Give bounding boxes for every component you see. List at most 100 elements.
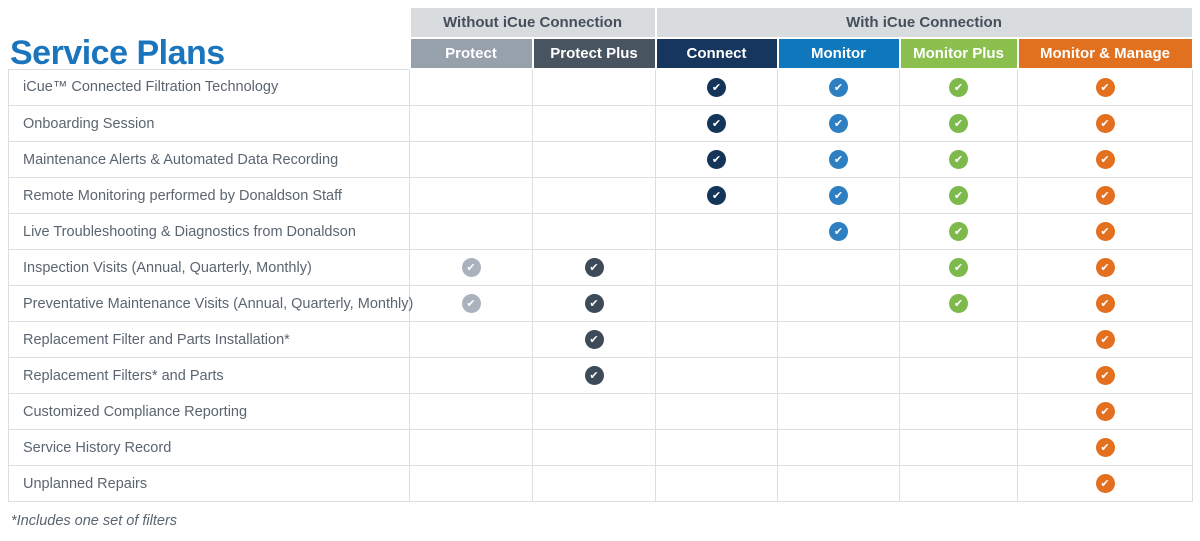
plan-cell-protect-plus: ✔ [531, 249, 657, 286]
plan-cell-connect [655, 465, 779, 502]
check-icon: ✔ [707, 186, 727, 205]
plan-header-monitor-plus: Monitor Plus [898, 37, 1019, 70]
plan-header-monitor: Monitor [776, 37, 901, 70]
plan-cell-monitor-manage: ✔ [1017, 177, 1194, 214]
check-icon: ✔ [1095, 294, 1115, 313]
plan-cell-monitor-plus: ✔ [899, 68, 1019, 106]
feature-label: Replacement Filter and Parts Installatio… [8, 321, 410, 358]
plan-cell-protect [409, 177, 533, 214]
feature-row: Inspection Visits (Annual, Quarterly, Mo… [8, 249, 1194, 286]
plan-cell-protect-plus [531, 213, 657, 250]
plan-cell-monitor-plus [899, 429, 1019, 466]
check-icon: ✔ [1095, 402, 1115, 421]
feature-row: Maintenance Alerts & Automated Data Reco… [8, 141, 1194, 178]
group-header-row: Without iCue Connection With iCue Connec… [9, 8, 1194, 39]
check-icon: ✔ [949, 114, 969, 133]
feature-label: Remote Monitoring performed by Donaldson… [8, 177, 410, 214]
plan-cell-monitor [777, 393, 901, 430]
plan-cell-connect [655, 285, 779, 322]
feature-rows: iCue™ Connected Filtration Technology✔✔✔… [8, 68, 1194, 502]
check-icon: ✔ [949, 150, 969, 169]
plan-cell-protect [409, 321, 533, 358]
check-icon: ✔ [1095, 186, 1115, 205]
feature-row: Customized Compliance Reporting✔ [8, 393, 1194, 430]
plan-cell-protect [409, 429, 533, 466]
check-icon: ✔ [1095, 258, 1115, 277]
plan-cell-protect-plus: ✔ [531, 321, 657, 358]
plan-cell-monitor-plus: ✔ [899, 285, 1019, 322]
plan-cell-monitor: ✔ [777, 213, 901, 250]
plan-cell-protect-plus [531, 105, 657, 142]
plan-cell-monitor: ✔ [777, 141, 901, 178]
plan-cell-protect-plus [531, 68, 657, 106]
check-icon: ✔ [829, 114, 849, 133]
page-title: Service Plans [10, 33, 225, 72]
plan-cell-protect [409, 105, 533, 142]
feature-row: Replacement Filter and Parts Installatio… [8, 321, 1194, 358]
feature-label: Unplanned Repairs [8, 465, 410, 502]
check-icon: ✔ [1095, 150, 1115, 169]
plan-header-connect: Connect [654, 37, 779, 70]
feature-label: Live Troubleshooting & Diagnostics from … [8, 213, 410, 250]
plan-cell-monitor-manage: ✔ [1017, 105, 1194, 142]
check-icon: ✔ [707, 78, 727, 97]
plan-cell-connect [655, 213, 779, 250]
check-icon: ✔ [1095, 366, 1115, 385]
feature-label: Preventative Maintenance Visits (Annual,… [8, 285, 413, 322]
check-icon: ✔ [1095, 474, 1115, 493]
plan-cell-monitor-plus: ✔ [899, 105, 1019, 142]
plan-cell-connect [655, 321, 779, 358]
feature-row: iCue™ Connected Filtration Technology ✔ ✔ ✔… [8, 68, 1194, 106]
plan-cell-protect-plus: ✔ [531, 285, 657, 322]
plan-cell-protect-plus [531, 393, 657, 430]
footnote: *Includes one set of filters [11, 513, 178, 529]
plan-header-protect: Protect [408, 37, 534, 70]
check-icon: ✔ [949, 294, 969, 313]
feature-label: iCue™ Connected Filtration Technology [8, 68, 410, 106]
plan-cell-protect [409, 465, 533, 502]
feature-label: Replacement Filters* and Parts [8, 357, 410, 394]
check-icon: ✔ [707, 114, 727, 133]
feature-label: Service History Record [8, 429, 410, 466]
check-icon: ✔ [949, 78, 969, 97]
check-icon: ✔ [1095, 222, 1115, 241]
plan-cell-protect: ✔ [409, 249, 533, 286]
plan-cell-protect-plus [531, 141, 657, 178]
plan-cell-protect [409, 357, 533, 394]
plan-cell-monitor: ✔ [777, 105, 901, 142]
service-plans-table: Without iCue Connection With iCue Connec… [8, 8, 1194, 502]
plan-cell-connect [655, 357, 779, 394]
plan-cell-protect-plus: ✔ [531, 357, 657, 394]
check-icon: ✔ [949, 186, 969, 205]
plan-cell-protect [409, 213, 533, 250]
feature-row: Remote Monitoring performed by Donaldson… [8, 177, 1194, 214]
check-icon: ✔ [461, 294, 481, 313]
check-icon: ✔ [1095, 114, 1115, 133]
plan-cell-monitor-manage: ✔ [1017, 213, 1194, 250]
plan-cell-monitor: ✔ [777, 68, 901, 106]
check-icon: ✔ [829, 150, 849, 169]
check-icon: ✔ [949, 222, 969, 241]
plan-cell-monitor-manage: ✔ [1017, 249, 1194, 286]
check-icon: ✔ [584, 294, 604, 313]
check-icon: ✔ [584, 330, 604, 349]
plan-cell-monitor: ✔ [777, 177, 901, 214]
plan-cell-connect: ✔ [655, 105, 779, 142]
plan-cell-monitor-plus: ✔ [899, 213, 1019, 250]
plan-cell-monitor-manage: ✔ [1017, 321, 1194, 358]
plan-header-protect-plus: Protect Plus [531, 37, 657, 70]
plan-cell-connect: ✔ [655, 141, 779, 178]
plan-cell-connect: ✔ [655, 68, 779, 106]
plan-cell-monitor-manage: ✔ [1017, 285, 1194, 322]
plan-cell-protect-plus [531, 177, 657, 214]
check-icon: ✔ [829, 78, 849, 97]
plan-cell-protect-plus [531, 465, 657, 502]
check-icon: ✔ [1095, 330, 1115, 349]
plan-cell-monitor-manage: ✔ [1017, 393, 1194, 430]
plan-cell-protect [409, 393, 533, 430]
plan-cell-monitor-plus: ✔ [899, 141, 1019, 178]
plan-cell-monitor-plus [899, 357, 1019, 394]
feature-label: Inspection Visits (Annual, Quarterly, Mo… [8, 249, 410, 286]
plan-cell-monitor [777, 357, 901, 394]
